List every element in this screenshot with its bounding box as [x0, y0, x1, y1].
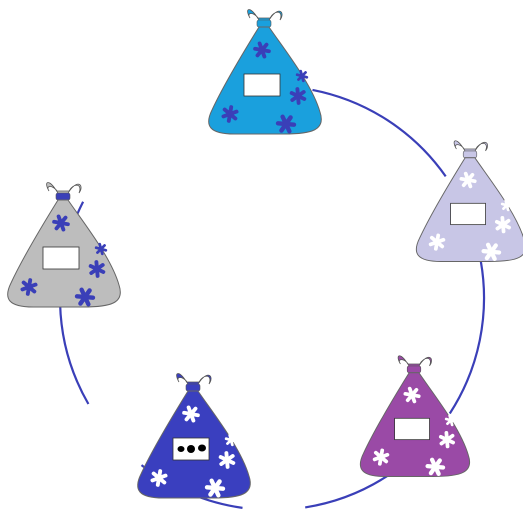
bag-label-box: [43, 247, 79, 269]
ring-arc-1: [313, 90, 446, 176]
ring-arc-2: [450, 261, 484, 413]
bag-label-box: [451, 203, 486, 224]
bag-top: [209, 10, 322, 135]
bags-layer: [8, 10, 523, 499]
bag-bottom-right: [360, 356, 469, 477]
dot-icon: [187, 445, 195, 453]
bag-tie: [56, 193, 70, 200]
bag-tie: [463, 151, 477, 158]
bag-bottom-left: [138, 374, 251, 499]
bag-label-box: [244, 74, 280, 96]
bag-tie: [407, 366, 421, 373]
dot-icon: [198, 445, 206, 452]
dot-icon: [178, 446, 185, 452]
bag-tie: [186, 384, 200, 391]
bag-tie: [257, 20, 271, 27]
bag-label-box: [395, 418, 430, 439]
bag-left: [8, 183, 121, 308]
ring-arc-3: [305, 472, 393, 508]
